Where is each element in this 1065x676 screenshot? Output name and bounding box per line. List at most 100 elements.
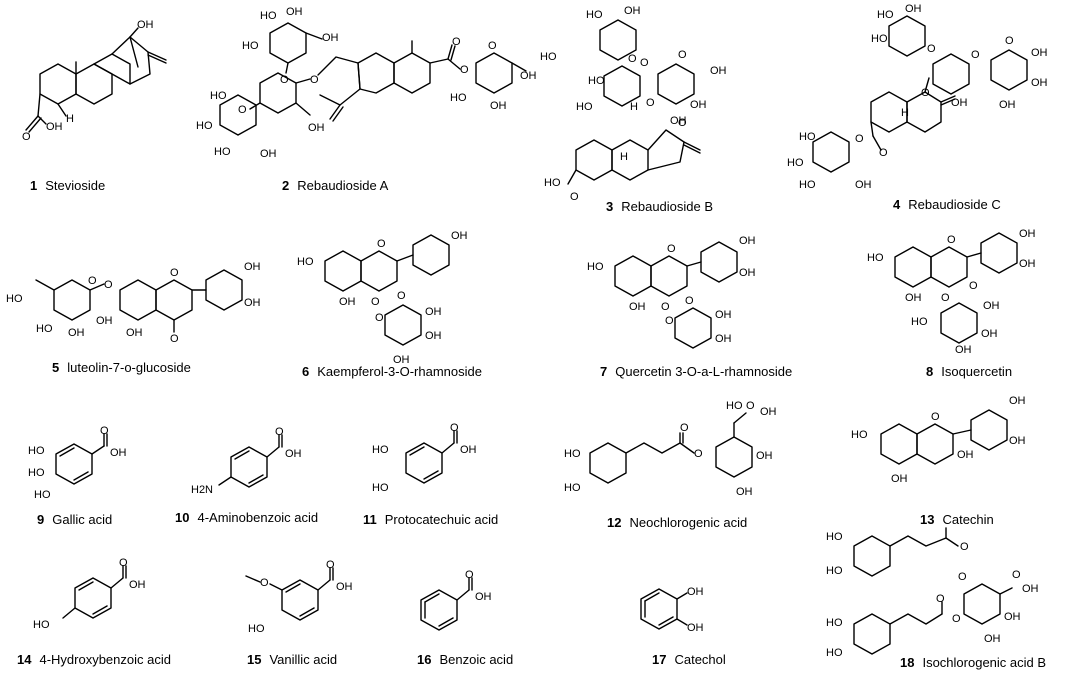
svg-text:HO: HO	[799, 179, 816, 191]
svg-text:O: O	[170, 333, 179, 345]
svg-text:H: H	[620, 151, 628, 163]
svg-text:OH: OH	[687, 586, 704, 598]
svg-text:OH: OH	[1022, 583, 1039, 595]
svg-text:O: O	[326, 559, 335, 571]
svg-text:O: O	[119, 557, 128, 569]
svg-text:OH: OH	[905, 3, 922, 15]
svg-text:OH: OH	[110, 447, 127, 459]
svg-text:HO: HO	[851, 429, 868, 441]
svg-text:O: O	[280, 74, 289, 86]
svg-text:O: O	[570, 191, 579, 203]
svg-text:O: O	[88, 275, 97, 287]
svg-text:H: H	[630, 101, 638, 113]
svg-text:O: O	[958, 571, 967, 583]
svg-text:O: O	[952, 613, 961, 625]
svg-text:O: O	[260, 577, 269, 589]
svg-text:HO: HO	[196, 120, 213, 132]
svg-text:OH: OH	[1031, 47, 1048, 59]
svg-text:O: O	[661, 301, 670, 313]
structure-kaempferol-3-o-rhamnoside: HO O OH O OH O O OH OH OH	[297, 230, 468, 366]
svg-text:OH: OH	[1019, 258, 1036, 270]
svg-text:OH: OH	[984, 633, 1001, 645]
svg-text:HO: HO	[586, 9, 603, 21]
svg-text:HO: HO	[564, 448, 581, 460]
structure-neochlorogenic-acid: HO HO O O HO O OH OH OH	[564, 400, 777, 498]
svg-text:OH: OH	[339, 296, 356, 308]
svg-text:HO: HO	[799, 131, 816, 143]
svg-text:OH: OH	[760, 406, 777, 418]
svg-text:O: O	[879, 147, 888, 159]
svg-text:OH: OH	[629, 301, 646, 313]
svg-text:OH: OH	[955, 344, 972, 356]
svg-text:HO: HO	[587, 261, 604, 273]
svg-text:O: O	[680, 422, 689, 434]
svg-text:HO: HO	[28, 445, 45, 457]
svg-text:O: O	[310, 74, 319, 86]
svg-text:HO: HO	[726, 400, 743, 412]
svg-text:OH: OH	[715, 333, 732, 345]
svg-text:OH: OH	[624, 5, 641, 17]
svg-text:HO: HO	[911, 316, 928, 328]
svg-text:HO: HO	[372, 482, 389, 494]
svg-text:OH: OH	[46, 121, 63, 133]
svg-text:HO: HO	[826, 531, 843, 543]
svg-text:HO: HO	[871, 33, 888, 45]
svg-text:HO: HO	[214, 146, 231, 158]
svg-text:OH: OH	[129, 579, 146, 591]
svg-text:OH: OH	[670, 115, 687, 127]
svg-text:HO: HO	[33, 619, 50, 631]
svg-text:O: O	[1005, 35, 1014, 47]
svg-text:HO: HO	[544, 177, 561, 189]
svg-text:OH: OH	[425, 306, 442, 318]
svg-text:O: O	[640, 57, 649, 69]
svg-text:HO: HO	[564, 482, 581, 494]
svg-text:HO: HO	[210, 90, 227, 102]
svg-text:O: O	[488, 40, 497, 52]
svg-text:O: O	[694, 448, 703, 460]
svg-text:O: O	[170, 267, 179, 279]
svg-text:OH: OH	[710, 65, 727, 77]
svg-text:O: O	[665, 315, 674, 327]
svg-text:H: H	[901, 107, 909, 119]
svg-text:OH: OH	[981, 328, 998, 340]
svg-text:O: O	[678, 49, 687, 61]
svg-text:O: O	[377, 238, 386, 250]
structure-gallic-acid: O OH HO HO HO	[28, 425, 127, 501]
structure-protocatechuic-acid: O OH HO HO	[372, 422, 477, 494]
svg-text:O: O	[375, 312, 384, 324]
svg-text:OH: OH	[285, 448, 302, 460]
svg-text:OH: OH	[68, 327, 85, 339]
svg-text:HO: HO	[260, 10, 277, 22]
svg-text:OH: OH	[393, 354, 410, 366]
svg-text:O: O	[628, 53, 637, 65]
svg-text:O: O	[450, 422, 459, 434]
svg-text:O: O	[104, 279, 113, 291]
structure-luteolin-7-o-glucoside: O HO HO OH OH O O O OH OH OH	[6, 261, 261, 345]
svg-text:OH: OH	[1019, 228, 1036, 240]
structure-benzoic-acid: O OH	[420, 569, 492, 631]
svg-text:O: O	[855, 133, 864, 145]
svg-text:HO: HO	[826, 647, 843, 659]
svg-text:OH: OH	[308, 122, 325, 134]
svg-text:OH: OH	[957, 449, 974, 461]
structure-stevioside: OH H O OH	[22, 19, 167, 143]
svg-text:O: O	[971, 49, 980, 61]
svg-text:OH: OH	[1004, 611, 1021, 623]
structure-quercetin-3-o-rhamnoside: HO O OH O OH OH O O OH OH	[587, 235, 756, 349]
svg-text:OH: OH	[736, 486, 753, 498]
svg-text:O: O	[936, 593, 945, 605]
svg-text:O: O	[452, 36, 461, 48]
svg-text:H2N: H2N	[191, 484, 213, 496]
svg-text:OH: OH	[322, 32, 339, 44]
